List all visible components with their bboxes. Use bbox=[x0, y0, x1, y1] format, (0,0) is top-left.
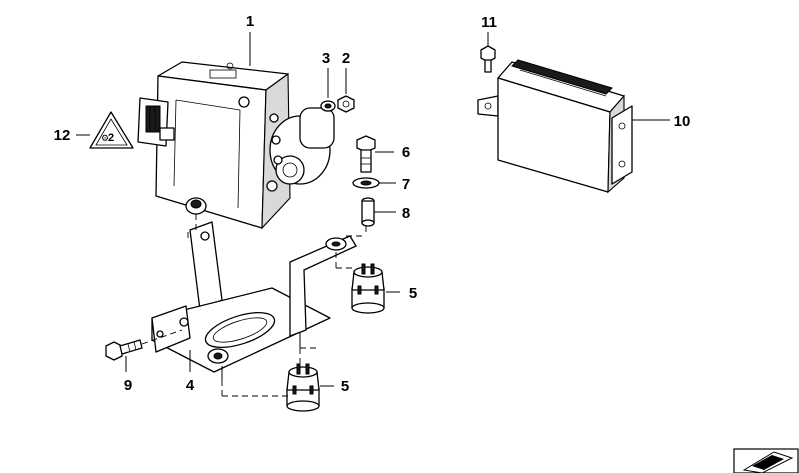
callout-10: 10 bbox=[674, 113, 691, 130]
callout-9: 9 bbox=[124, 377, 132, 394]
mounting-bracket-icon[interactable] bbox=[151, 221, 357, 380]
callout-3: 3 bbox=[322, 50, 330, 67]
rubber-mount-icon[interactable] bbox=[351, 263, 385, 314]
callout-1: 1 bbox=[246, 13, 254, 30]
callout-6: 6 bbox=[402, 144, 410, 161]
callout-12: 12 bbox=[54, 127, 71, 144]
callout-4: 4 bbox=[186, 377, 195, 394]
callout-2: 2 bbox=[342, 50, 350, 67]
callout-7: 7 bbox=[402, 176, 410, 193]
callout-11: 11 bbox=[481, 14, 497, 31]
next-page-arrow-icon[interactable] bbox=[733, 448, 799, 473]
nut-icon[interactable] bbox=[337, 95, 355, 113]
warning-triangle-icon[interactable]: 2 ⚙ bbox=[89, 111, 134, 149]
washer-icon[interactable] bbox=[320, 100, 336, 112]
callout-5-upper: 5 bbox=[409, 285, 417, 302]
control-unit-icon[interactable] bbox=[477, 59, 633, 194]
sleeve-icon[interactable] bbox=[361, 197, 375, 227]
callout-5-lower: 5 bbox=[341, 378, 349, 395]
svg-text:⚙: ⚙ bbox=[101, 133, 109, 143]
callout-8: 8 bbox=[402, 205, 410, 222]
bracket-bolt-icon[interactable] bbox=[105, 339, 143, 361]
hydraulic-unit-icon[interactable] bbox=[137, 61, 335, 230]
flat-washer-icon[interactable] bbox=[352, 177, 380, 189]
screw-icon[interactable] bbox=[480, 45, 496, 73]
svg-text:2: 2 bbox=[108, 132, 114, 144]
bolt-icon[interactable] bbox=[356, 135, 376, 173]
rubber-mount-lower-icon[interactable] bbox=[286, 363, 320, 412]
